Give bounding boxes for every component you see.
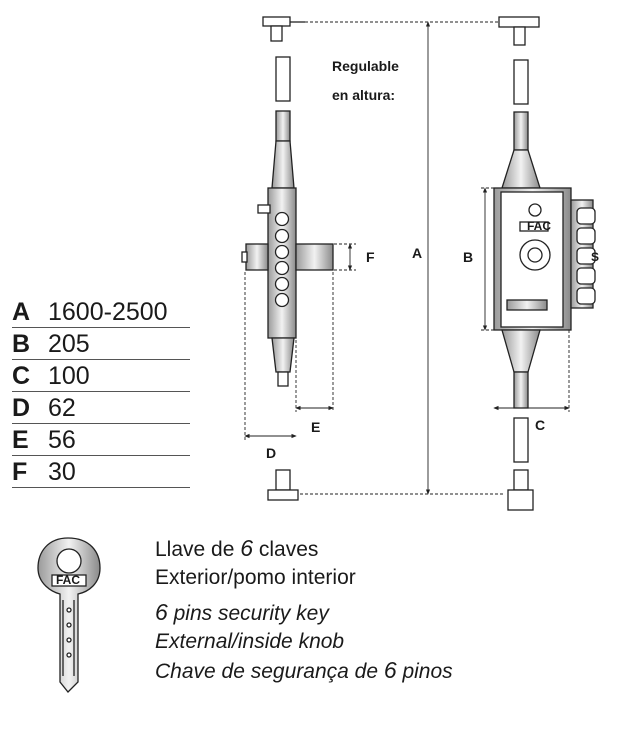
text-fragment: pins security key [167,602,329,625]
dimension-row: D 62 [12,392,190,424]
dimension-lines [244,21,570,495]
key-logo: FAC [56,573,80,587]
dimension-row: A 1600-2500 [12,296,190,328]
dimension-letter: F [12,458,28,486]
spanish-line-2: Exterior/pomo interior [155,566,356,589]
dimension-value: 1600-2500 [48,298,168,326]
dimension-row: F 30 [12,456,190,488]
dim-label-d: D [266,445,276,461]
text-fragment: claves [253,538,319,561]
dimension-letter: C [12,362,31,390]
english-line-2: External/inside knob [155,630,345,653]
dimension-letter: D [12,394,31,422]
pin-count: 6 [383,657,397,683]
front-view [493,16,596,511]
text-fragment: Chave de segurança de [155,660,384,683]
dimension-row: C 100 [12,360,190,392]
dimension-value: 205 [48,330,90,358]
text-fragment: pinos [396,660,453,683]
spanish-line-1: Llave de 6 claves [155,534,453,564]
dimension-value: 62 [48,394,76,422]
adjustable-note-line1: Regulable [332,58,399,74]
lock-logo: FAC [527,219,551,233]
english-line-1: 6 pins security key [155,598,453,628]
dimension-row: E 56 [12,424,190,456]
dim-label-b: B [463,249,473,265]
adjustable-note-line2: en altura: [332,87,395,103]
dimension-value: 56 [48,426,76,454]
dimension-letter: A [12,298,31,326]
pin-count: 6 [155,599,168,625]
dim-label-f: F [366,249,375,265]
key-icon [37,537,101,693]
dimension-letter: B [12,330,31,358]
dim-label-c: C [535,417,545,433]
portuguese-line: Chave de segurança de 6 pinos [155,656,453,686]
dimension-letter: E [12,426,29,454]
key-description: Llave de 6 claves Exterior/pomo interior… [155,534,453,686]
text-fragment: Llave de [155,538,241,561]
dim-label-e: E [311,419,320,435]
dimension-row: B 205 [12,328,190,360]
dim-label-s: S [591,250,599,264]
side-view [241,16,334,501]
dim-label-a: A [412,245,422,261]
dimension-value: 100 [48,362,90,390]
dimension-value: 30 [48,458,76,486]
pin-count: 6 [240,535,254,561]
